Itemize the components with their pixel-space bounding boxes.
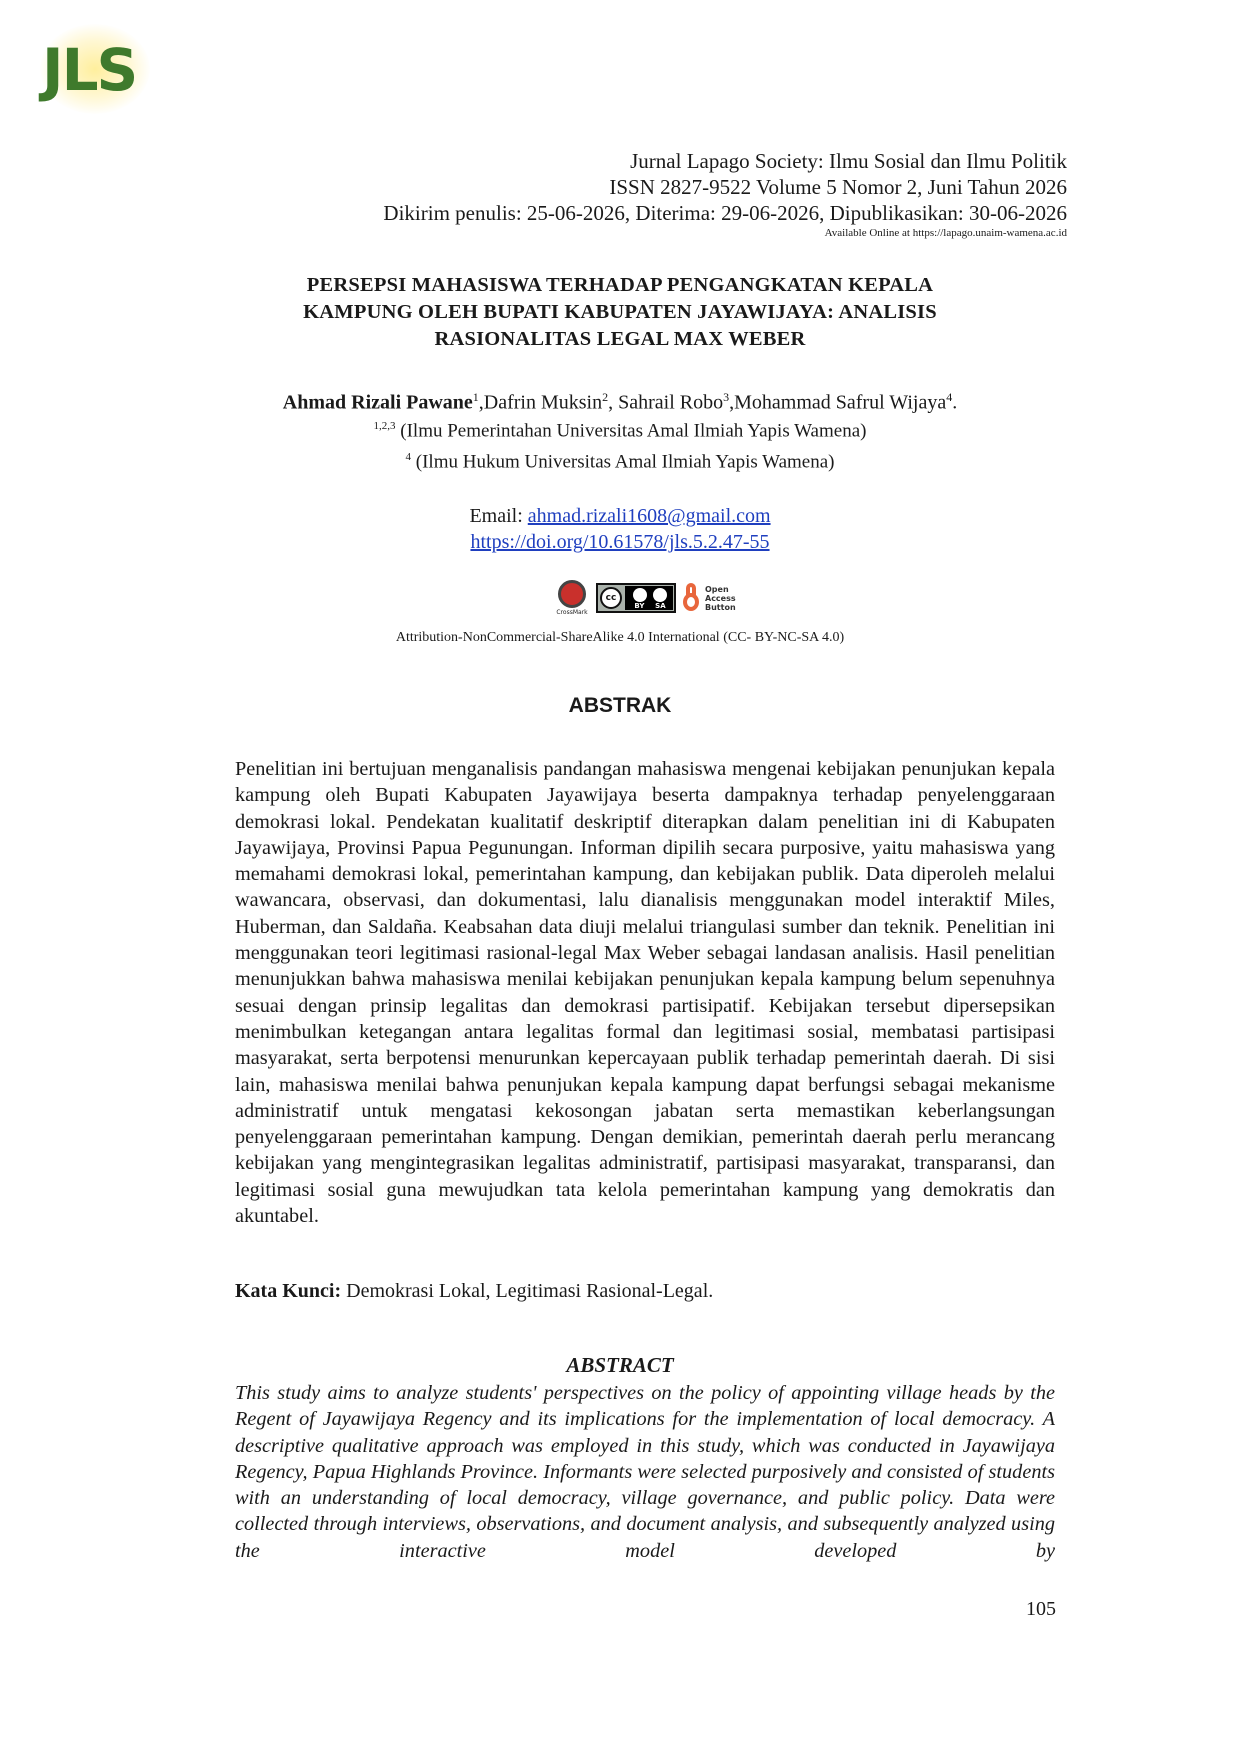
- cc-labels: BY SA: [629, 602, 671, 610]
- author-name: ,Mohammad Safrul Wijaya: [729, 391, 947, 414]
- abstrak-body: Penelitian ini bertujuan menganalisis pa…: [235, 758, 1055, 1228]
- email-label: Email:: [469, 505, 528, 527]
- issn-line: ISSN 2827-9522 Volume 5 Nomor 2, Juni Ta…: [609, 175, 1067, 199]
- cc-by-label: BY: [634, 602, 645, 610]
- journal-header: Jurnal Lapago Society: Ilmu Sosial dan I…: [383, 148, 1067, 240]
- author-sup: 2: [602, 390, 609, 404]
- affiliation-sup: 1,2,3: [373, 420, 396, 432]
- cc-sa-label: SA: [655, 602, 666, 610]
- abstract-heading: ABSTRACT: [566, 1353, 674, 1377]
- affiliation-sup: 4: [405, 451, 412, 463]
- author-list: Ahmad Rizali Pawane1,Dafrin Muksin2, Sah…: [0, 384, 1240, 416]
- crossmark-icon: [558, 580, 586, 608]
- email-line: Email: ahmad.rizali1608@gmail.com: [0, 503, 1240, 529]
- author-name: , Sahrail Robo: [608, 391, 724, 414]
- by-icon: [633, 588, 647, 602]
- open-lock-icon: [680, 583, 702, 613]
- lock-body: [683, 593, 699, 611]
- crossmark-label: CrossMark: [556, 609, 588, 616]
- cc-attribution-panel: BY SA: [625, 586, 673, 610]
- crossmark-badge[interactable]: CrossMark: [552, 580, 592, 616]
- logo-glow: [40, 24, 150, 114]
- keywords-text: Demokrasi Lokal, Legitimasi Rasional-Leg…: [341, 1280, 714, 1302]
- title-line: PERSEPSI MAHASISWA TERHADAP PENGANGKATAN…: [306, 274, 934, 296]
- page-number: 105: [1026, 1598, 1056, 1620]
- available-online: Available Online at https://lapago.unaim…: [824, 227, 1067, 239]
- author-sup: 1: [472, 390, 479, 404]
- journal-logo: JLS: [30, 14, 160, 124]
- abstrak-heading: ABSTRAK: [568, 694, 672, 717]
- oa-line: Open: [705, 584, 729, 594]
- title-line: RASIONALITAS LEGAL MAX WEBER: [434, 328, 806, 350]
- affiliation-text: (Ilmu Pemerintahan Universitas Amal Ilmi…: [395, 420, 867, 442]
- paper-title: PERSEPSI MAHASISWA TERHADAP PENGANGKATAN…: [200, 272, 1040, 353]
- keywords-label: Kata Kunci:: [235, 1280, 342, 1302]
- license-text: Attribution-NonCommercial-ShareAlike 4.0…: [395, 630, 845, 645]
- badge-row: CrossMark cc BY SA Open Access Button: [552, 578, 736, 618]
- author-name: ,Dafrin Muksin: [478, 391, 603, 414]
- affiliation-text: (Ilmu Hukum Universitas Amal Ilmiah Yapi…: [411, 451, 835, 473]
- doi-link[interactable]: https://doi.org/10.61578/jls.5.2.47-55: [470, 531, 770, 553]
- oa-line: Access: [705, 593, 736, 603]
- logo-mark: JLS: [42, 36, 138, 104]
- doi-line: https://doi.org/10.61578/jls.5.2.47-55: [0, 529, 1240, 555]
- open-access-button[interactable]: Open Access Button: [680, 583, 736, 613]
- title-line: KAMPUNG OLEH BUPATI KABUPATEN JAYAWIJAYA…: [303, 301, 937, 323]
- author-sup: 4: [946, 390, 953, 404]
- affiliation-1: 1,2,3 (Ilmu Pemerintahan Universitas Ama…: [0, 414, 1240, 443]
- submission-dates: Dikirim penulis: 25-06-2026, Diterima: 2…: [383, 201, 1067, 225]
- oa-line: Button: [705, 602, 736, 612]
- author-sup: 3: [723, 390, 730, 404]
- lock-shackle: [686, 583, 696, 595]
- open-access-label: Open Access Button: [705, 585, 736, 612]
- email-link[interactable]: ahmad.rizali1608@gmail.com: [527, 505, 771, 527]
- keywords: Kata Kunci: Demokrasi Lokal, Legitimasi …: [235, 1280, 713, 1303]
- sa-icon: [653, 588, 667, 602]
- author-end: .: [952, 391, 958, 414]
- cc-license-badge[interactable]: cc BY SA: [596, 583, 676, 613]
- affiliation-2: 4 (Ilmu Hukum Universitas Amal Ilmiah Ya…: [0, 445, 1240, 474]
- cc-icon: cc: [600, 587, 622, 609]
- contact-block: Email: ahmad.rizali1608@gmail.com https:…: [0, 503, 1240, 555]
- journal-name: Jurnal Lapago Society: Ilmu Sosial dan I…: [630, 149, 1067, 173]
- author-name: Ahmad Rizali Pawane: [282, 391, 473, 414]
- abstract-body: This study aims to analyze students' per…: [235, 1382, 1055, 1562]
